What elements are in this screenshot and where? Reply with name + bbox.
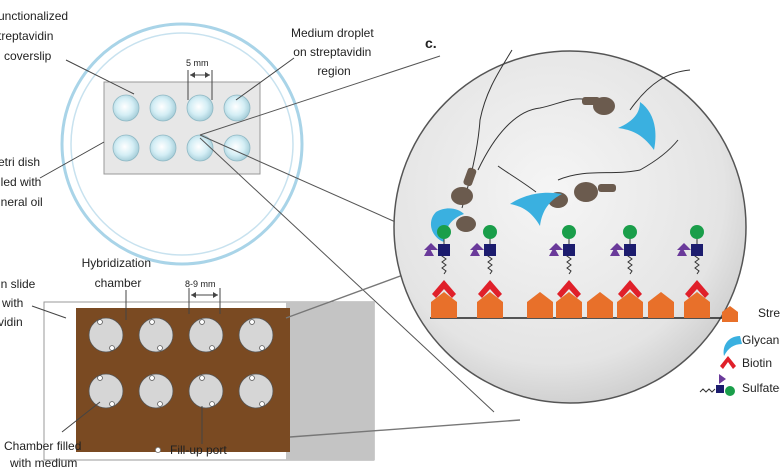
legend: Stre Glycan Biotin Sulfated Le [699,306,780,396]
mucin-chains [451,97,616,232]
sulfated-lewis-legend-label: Sulfated Le [742,381,780,395]
hybridization-label: Hybridization chamber [82,256,155,290]
medium-droplet-label: Medium droplet on streptavidin region [291,26,377,78]
fill-up-port-legend-icon [154,446,161,453]
coverslip-wells [112,94,251,162]
coverslip-label: unctionalized treptavidin coverslip [0,9,71,63]
fucose-legend-icon [719,374,726,384]
hexnac-legend-icon [716,385,724,393]
spacing-bracket-bottom [188,288,221,314]
leader-lines-bottom [31,290,203,444]
biotin-legend-label: Biotin [742,356,772,370]
hexose-legend-icon [725,386,735,396]
panel-c-label: c. [425,35,437,51]
fill-up-port-label: Fill-up port [170,443,227,457]
petri-dish-label: etri dish lled with ineral oil [0,155,45,209]
spacing-label-bottom: 8-9 mm [185,279,216,289]
glycan-legend-icon [723,336,742,356]
zoom-connectors-bottom [285,267,521,438]
streptavidin-legend-icon [722,306,738,322]
streptavidin-legend-label: Stre [758,306,780,320]
biotin-legend-icon [720,356,736,369]
chamber-wells [88,317,274,409]
leader-lines-top [39,57,295,179]
fill-up-ports [97,319,265,407]
glycan-legend-label: Glycan [742,333,779,347]
linker-legend-icon [699,388,716,393]
spacing-label-top: 5 mm [186,58,209,68]
chamber-filled-label: Chamber filled with medium [4,439,85,470]
zoom-connectors [199,55,495,413]
slide-label: in slide with vidin [0,277,39,329]
spacing-bracket-top [187,70,213,100]
